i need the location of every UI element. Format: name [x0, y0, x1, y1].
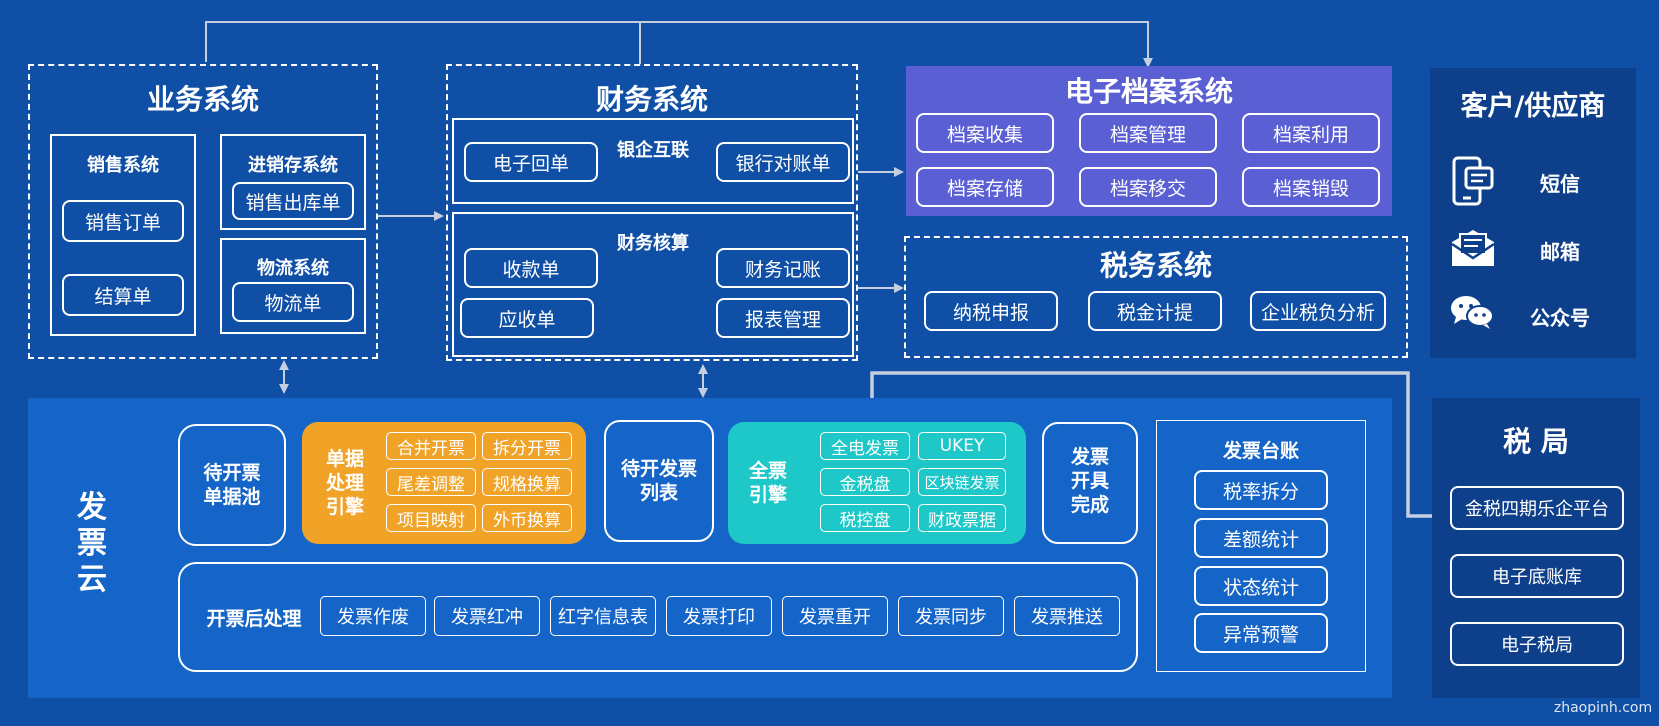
accounting-title: 财务核算: [617, 233, 689, 254]
invoice-done-label: 发票 开具 完成: [1070, 446, 1109, 516]
logistics-order-item[interactable]: 物流单: [232, 282, 354, 322]
archive-destroy-item[interactable]: 档案销毁: [1242, 167, 1380, 207]
customer-title: 客户/供应商: [1460, 91, 1606, 122]
wechat-label: 公众号: [1530, 306, 1590, 330]
item-mapping-item[interactable]: 项目映射: [386, 504, 476, 532]
invoice-done-box[interactable]: [1042, 422, 1138, 544]
post-process-box: [178, 562, 1138, 672]
fiscal-bill-item[interactable]: 财政票据: [918, 504, 1006, 532]
anomaly-alert-item[interactable]: 异常预警: [1194, 613, 1328, 653]
sms-label: 短信: [1540, 172, 1580, 196]
full-engine-box: [728, 422, 1026, 544]
status-stat-item[interactable]: 状态统计: [1194, 566, 1328, 606]
full-engine-title: 全票 引擎: [748, 460, 787, 506]
logistics-system-title: 物流系统: [257, 258, 329, 279]
receipt-item[interactable]: 收款单: [464, 248, 598, 288]
invoice-ledger-title: 发票台账: [1222, 440, 1299, 462]
finance-system-title: 财务系统: [595, 83, 708, 116]
ukey-item[interactable]: UKEY: [918, 432, 1006, 460]
tax-burden-item[interactable]: 企业税负分析: [1250, 291, 1386, 331]
sales-system-title: 销售系统: [87, 155, 159, 176]
blockchain-invoice-item[interactable]: 区块链发票: [918, 468, 1006, 496]
invoice-cloud-panel: [28, 398, 1392, 698]
sales-outbound-item[interactable]: 销售出库单: [232, 182, 354, 220]
merge-invoice-item[interactable]: 合并开票: [386, 432, 476, 460]
split-invoice-item[interactable]: 拆分开票: [482, 432, 572, 460]
inventory-system-box: [220, 134, 366, 230]
mail-icon: [1451, 230, 1495, 266]
pending-list-box[interactable]: [604, 420, 714, 542]
tax-control-disk-item[interactable]: 税控盘: [820, 504, 910, 532]
tax-system-title: 税务系统: [1099, 249, 1212, 282]
push-invoice-item[interactable]: 发票推送: [1014, 596, 1120, 636]
invoice-cloud-title: 发 票 云: [77, 490, 107, 597]
tax-accrual-item[interactable]: 税金计提: [1088, 291, 1222, 331]
archive-use-item[interactable]: 档案利用: [1242, 113, 1380, 153]
archive-store-item[interactable]: 档案存储: [916, 167, 1054, 207]
tax-bureau-panel: [1432, 398, 1640, 698]
doc-engine-box: [302, 422, 586, 544]
void-invoice-item[interactable]: 发票作废: [320, 596, 426, 636]
golden-tax-platform-item[interactable]: 金税四期乐企平台: [1450, 486, 1624, 530]
arrow-engine-bureau: [870, 371, 1446, 521]
bank-link-box: [452, 118, 854, 204]
business-system-panel: [28, 64, 378, 359]
archive-manage-item[interactable]: 档案管理: [1079, 113, 1217, 153]
report-item[interactable]: 报表管理: [716, 298, 850, 338]
pending-pool-box[interactable]: [178, 424, 286, 546]
e-ledger-item[interactable]: 电子底账库: [1450, 554, 1624, 598]
archive-transfer-item[interactable]: 档案移交: [1079, 167, 1217, 207]
difference-stat-item[interactable]: 差额统计: [1194, 518, 1328, 558]
finance-system-panel: [446, 64, 858, 361]
red-info-sheet-item[interactable]: 红字信息表: [550, 596, 656, 636]
pending-pool-label: 待开票 单据池: [203, 462, 261, 508]
red-flush-item[interactable]: 发票红冲: [434, 596, 540, 636]
bank-link-title: 银企互联: [617, 140, 689, 161]
pending-list-label: 待开发票 列表: [620, 458, 697, 504]
full-e-invoice-item[interactable]: 全电发票: [820, 432, 910, 460]
golden-tax-disk-item[interactable]: 金税盘: [820, 468, 910, 496]
spec-convert-item[interactable]: 规格换算: [482, 468, 572, 496]
post-process-title: 开票后处理: [206, 608, 302, 630]
tax-declare-item[interactable]: 纳税申报: [924, 291, 1058, 331]
bookkeeping-item[interactable]: 财务记账: [716, 248, 850, 288]
archive-collect-item[interactable]: 档案收集: [916, 113, 1054, 153]
watermark: zhaopinh.com: [1553, 700, 1653, 716]
doc-engine-title: 单据 处理 引擎: [325, 448, 364, 518]
print-invoice-item[interactable]: 发票打印: [666, 596, 772, 636]
tax-rate-split-item[interactable]: 税率拆分: [1194, 470, 1328, 510]
tax-system-panel: [904, 236, 1408, 358]
currency-convert-item[interactable]: 外币换算: [482, 504, 572, 532]
archive-system-panel: [906, 66, 1392, 216]
accounting-box: [452, 212, 854, 357]
top-connector: [205, 21, 1153, 68]
sales-order-item[interactable]: 销售订单: [62, 200, 184, 242]
e-tax-bureau-item[interactable]: 电子税局: [1450, 622, 1624, 666]
sms-icon: [1452, 156, 1494, 206]
logistics-system-box: [220, 238, 366, 334]
reissue-invoice-item[interactable]: 发票重开: [782, 596, 888, 636]
wechat-icon: [1451, 296, 1494, 329]
bank-statement-item[interactable]: 银行对账单: [716, 142, 850, 182]
e-receipt-item[interactable]: 电子回单: [464, 142, 598, 182]
sales-system-box: [50, 134, 196, 336]
tax-bureau-title: 税 局: [1503, 425, 1569, 458]
settlement-item[interactable]: 结算单: [62, 274, 184, 316]
invoice-ledger-box: [1156, 420, 1366, 672]
sync-invoice-item[interactable]: 发票同步: [898, 596, 1004, 636]
inventory-system-title: 进销存系统: [248, 155, 338, 176]
archive-system-title: 电子档案系统: [1064, 75, 1233, 108]
business-system-title: 业务系统: [146, 83, 259, 116]
receivable-item[interactable]: 应收单: [460, 298, 594, 338]
mail-label: 邮箱: [1540, 240, 1580, 264]
rounding-adjust-item[interactable]: 尾差调整: [386, 468, 476, 496]
